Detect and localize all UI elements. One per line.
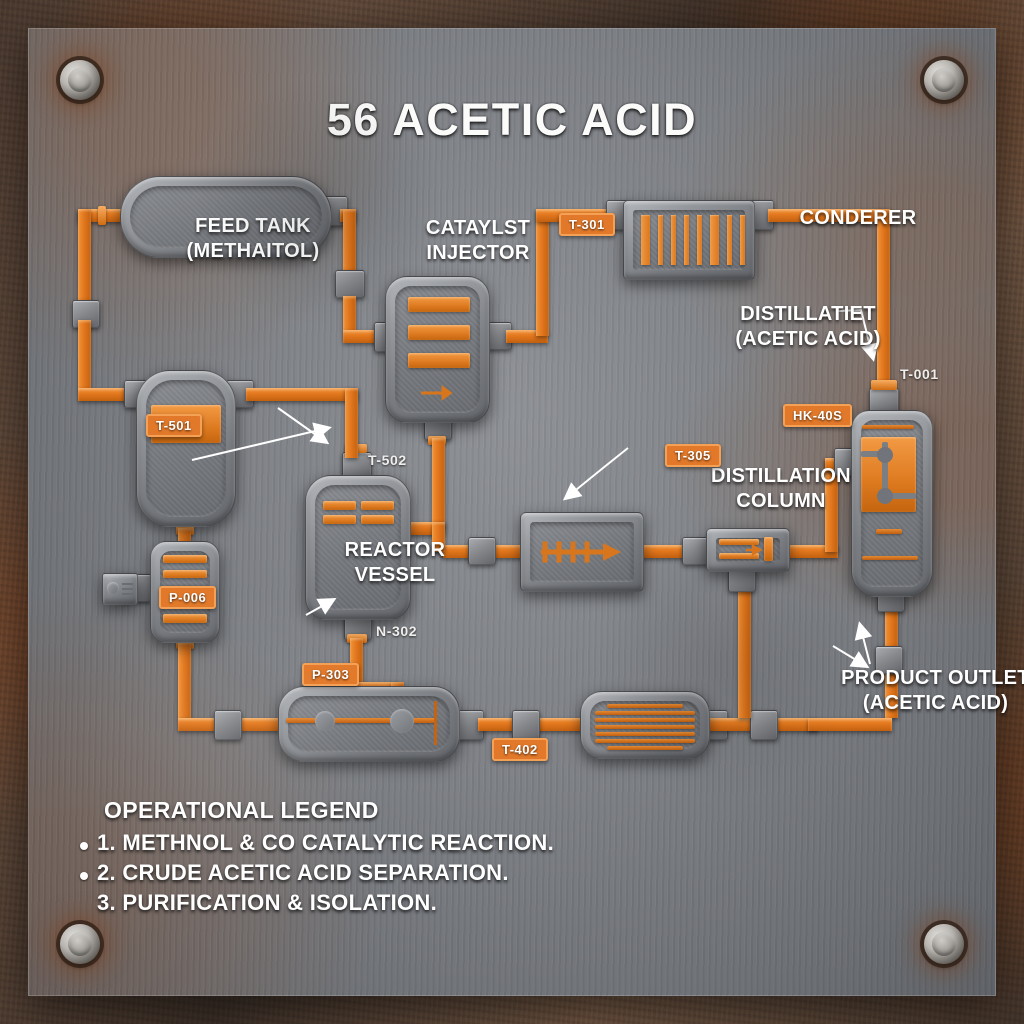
equipment-product-column[interactable] [851,410,933,597]
bolt-bottom-left [60,924,100,964]
column-arrow-icon [746,544,763,556]
page-title: 56 ACETIC ACID [326,94,698,145]
tag-t-501: T-501 [146,414,202,437]
label-product-outlet: PRODUCT OUTLET (ACETIC ACID) [841,667,1024,714]
pipe-column-drain [738,572,751,718]
heat-exchanger-tube [595,732,695,736]
flow-arrow-icon [421,385,453,401]
flange-mixer-inlet [468,537,496,565]
condenser-tube [684,215,689,265]
heat-exchanger-tube [607,704,683,708]
pipe-t501-to-reactor [345,388,358,458]
pipe-feed-to-injector-v [343,209,356,278]
equipment-feed-tank[interactable] [120,176,332,258]
pipe-t501-to-pump [178,528,191,544]
legend-item-text: 1. METHNOL & CO CATALYTIC REACTION. [97,830,555,855]
legend-bullet-icon [80,902,88,910]
mixer-arrow-icon [541,541,621,563]
legend-item: 1. METHNOL & CO CATALYTIC REACTION. [80,828,554,858]
pipe-feed-down-b [78,320,91,388]
tag-t-001: T-001 [900,366,939,382]
pipe-t501-out [246,388,358,401]
condenser-tube [671,215,676,265]
flange-bottom-right [750,710,778,740]
pipe-injector-to-reactor-v [432,438,445,528]
flange-bottom-left [214,710,242,740]
legend-item: 2. CRUDE ACETIC ACID SEPARATION. [80,858,554,888]
equipment-distillation-column[interactable] [706,528,790,572]
condenser-tube [697,215,702,265]
heat-exchanger-tube [595,718,695,722]
legend-bullet-icon [80,872,88,880]
legend-list: 1. METHNOL & CO CATALYTIC REACTION. 2. CR… [80,828,554,918]
equipment-reactor-vessel[interactable] [305,475,411,620]
flange-injector-upper [335,270,365,298]
pipe-distillate-down [877,209,890,418]
equipment-bottom-heat-exchanger[interactable] [580,691,710,759]
tag-n-302: N-302 [376,623,418,639]
bolt-top-right [924,60,964,100]
equipment-condenser[interactable] [623,200,755,280]
tag-p-006: P-006 [159,586,217,609]
pipe-feed-down-a [78,209,91,313]
steel-panel: 56 ACETIC ACID [28,28,1024,996]
collar-product-top [871,380,897,390]
condenser-tube [740,215,745,265]
heat-exchanger-tube [595,725,695,729]
heat-exchanger-tube [607,746,683,750]
pipe-to-condenser-v [536,209,549,336]
pipe-pump-discharge [178,642,191,718]
condenser-tube [727,215,732,265]
equipment-pump-motor[interactable] [102,573,138,605]
bolt-top-left [60,60,100,100]
flange-product-outlet [875,646,903,674]
pipe-product-riser [825,458,838,552]
bolt-bottom-right [924,924,964,964]
legend-item-text: 2. CRUDE ACETIC ACID SEPARATION. [97,860,509,885]
legend-title: OPERATIONAL LEGEND [104,797,379,823]
flange-mixer-outlet [682,537,710,565]
legend-bullet-icon [80,842,88,850]
pipe-mixer-riser [432,522,445,552]
heat-exchanger-tube [595,739,695,743]
heat-exchanger-tube [595,711,695,715]
equipment-t501-vessel[interactable] [136,370,236,527]
tag-t-305: T-305 [665,444,721,467]
pipe-injector-down [343,296,356,330]
equipment-inline-mixer[interactable] [520,512,644,592]
tag-t-402: T-402 [492,738,548,761]
tag-hk-40s: HK-40S [783,404,853,427]
collar-feedtank-inlet [98,206,106,225]
condenser-tube [658,215,663,265]
legend-item-text: 3. PURIFICATION & ISOLATION. [97,890,438,915]
flange-mid-bottom [512,710,540,740]
tag-t-502: T-502 [368,452,407,468]
pipe-condenser-out [768,209,890,222]
operational-legend: OPERATIONAL LEGEND 1. METHNOL & CO CATAL… [80,797,554,918]
pipe-bottom-right-run [808,718,892,731]
tag-t-301: T-301 [559,213,615,236]
condenser-tube [641,215,650,265]
equipment-catalyst-injector[interactable] [385,276,490,423]
equipment-bottom-separator[interactable] [278,686,460,762]
condenser-tube [710,215,719,265]
legend-item: 3. PURIFICATION & ISOLATION. [80,888,554,918]
tag-p-303: P-303 [302,663,360,686]
